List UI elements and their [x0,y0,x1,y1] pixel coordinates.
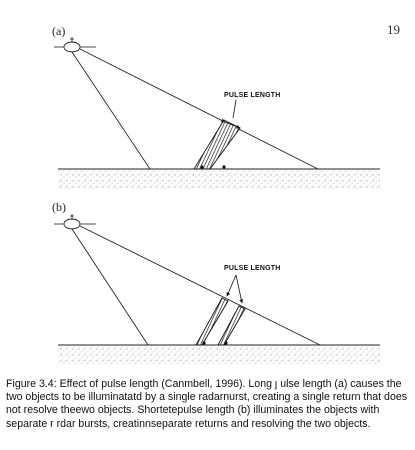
beam-far-edge-b [79,225,321,346]
ground-surface-a [58,169,380,189]
short-pulse-band-1 [195,297,229,346]
panel-a-diagram [54,37,380,189]
beam-near-edge-b [71,228,149,346]
panel-b-diagram [54,214,380,365]
beam-far-edge-a [79,48,319,170]
pulse-length-label-a: PULSE LENGTH [224,92,281,99]
object-b-2 [224,341,228,345]
ground-surface-b [58,345,380,365]
beam-near-edge-a [71,51,151,170]
long-pulse-band [193,119,241,170]
pulse-length-dimension-a [220,118,241,129]
panel-b-label: (b) [52,200,66,214]
pulse-length-diagram [54,37,380,365]
object-a-1 [200,165,204,169]
figure-caption: Figure 3.4: Effect of pulse length (Canm… [6,378,408,430]
panel-a-label: (a) [52,24,66,38]
radar-antenna-b-icon [54,214,96,230]
object-b-1 [202,341,206,345]
object-a-2 [222,165,226,169]
pulse-length-label-b: PULSE LENGTH [224,265,281,272]
short-pulse-band-2 [217,305,246,346]
radar-antenna-a-icon [54,37,96,53]
page-number: 19 [387,22,400,37]
